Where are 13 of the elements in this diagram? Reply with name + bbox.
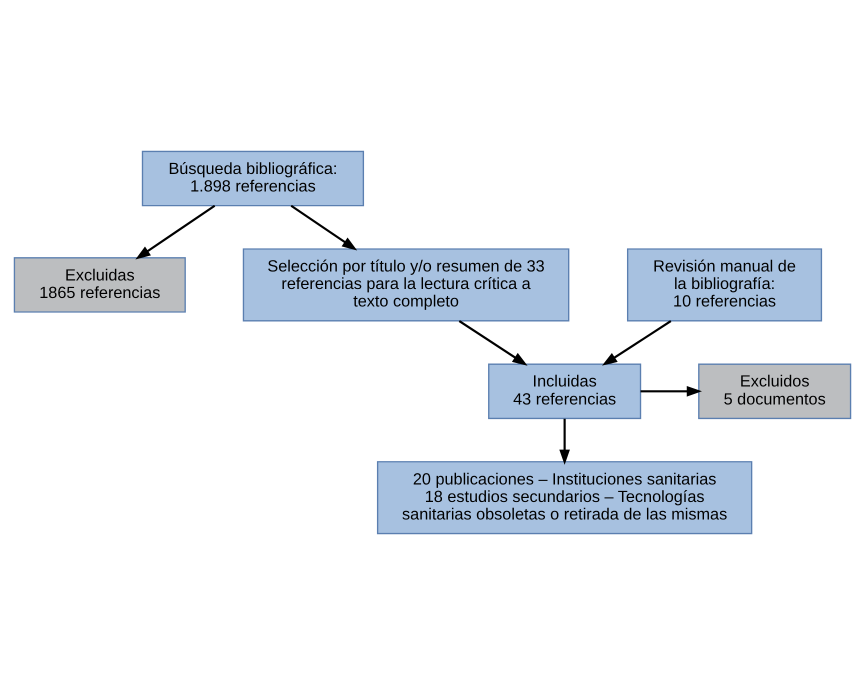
arrow	[559, 418, 570, 465]
node-box: Excluidos 5 documentos	[698, 364, 852, 420]
node-box: Búsqueda bibliográfica: 1.898 referencias	[142, 150, 364, 206]
arrow	[640, 386, 702, 397]
arrow	[135, 204, 216, 260]
arrow	[290, 204, 358, 250]
node-box: Revisión manual de la bibliografía: 10 referencias	[626, 248, 822, 322]
arrow	[602, 320, 672, 366]
node-box: 20 publicaciones – Instituciones sanitarias 18 estudios secundarios – Tecnologías sanitarias obsoletas o retirada de las mismas	[376, 461, 752, 534]
node-box: Selección por título y/o resumen de 33 referencias para la lectura crítica a texto completo	[242, 248, 570, 322]
arrow	[458, 320, 528, 366]
node-box: Excluidas 1865 referencias	[14, 257, 186, 313]
node-box: Incluidas 43 referencias	[488, 364, 642, 420]
